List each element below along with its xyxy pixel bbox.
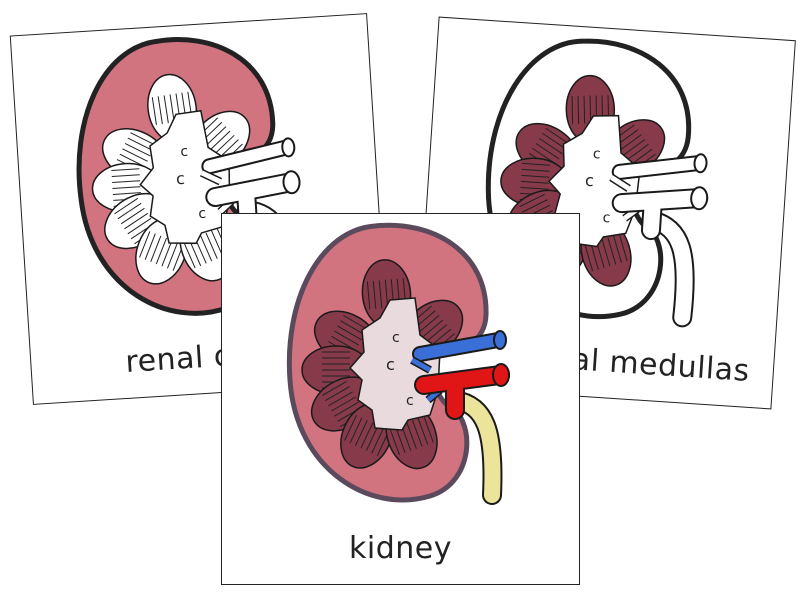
svg-text:c: c (386, 355, 395, 374)
svg-text:c: c (198, 206, 207, 222)
svg-text:c: c (406, 393, 414, 409)
svg-text:c: c (602, 210, 611, 226)
svg-text:c: c (585, 171, 595, 191)
svg-text:c: c (180, 144, 189, 160)
kidney-illustration: ccc (286, 222, 510, 505)
svg-text:c: c (392, 330, 400, 346)
svg-text:c: c (175, 169, 185, 189)
svg-text:c: c (592, 146, 601, 162)
card-label: kidney (349, 531, 452, 566)
